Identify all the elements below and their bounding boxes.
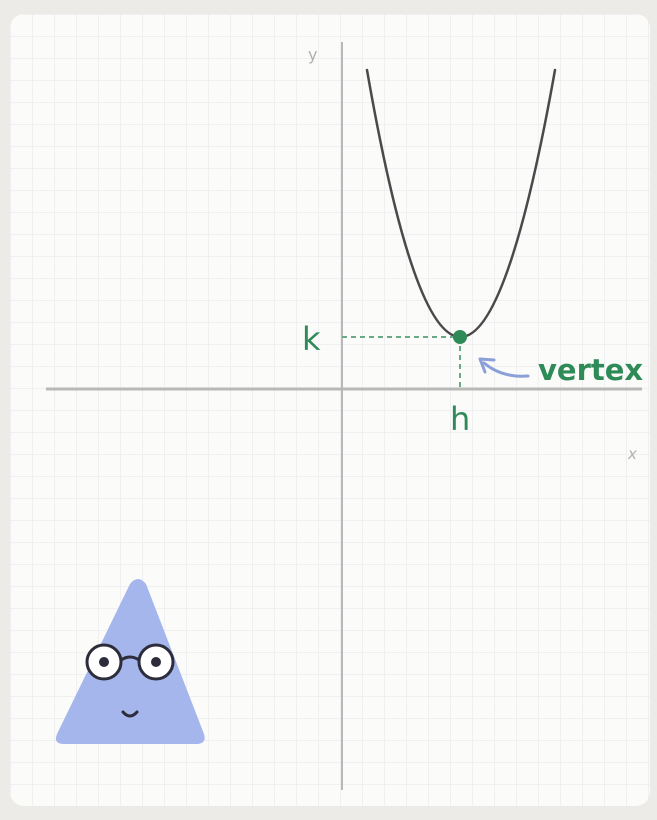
x-axis-label: x [627, 445, 637, 463]
y-axis-label: y [308, 45, 317, 64]
triangle-mascot-icon [55, 579, 205, 744]
parabola-diagram: y x k h vertex [10, 14, 650, 806]
vertex-point [453, 330, 467, 344]
diagram-card: y x k h vertex [10, 14, 650, 806]
h-label: h [450, 400, 470, 438]
vertex-label: vertex [538, 353, 643, 387]
curved-arrow-icon [478, 357, 530, 378]
k-label: k [302, 320, 321, 358]
